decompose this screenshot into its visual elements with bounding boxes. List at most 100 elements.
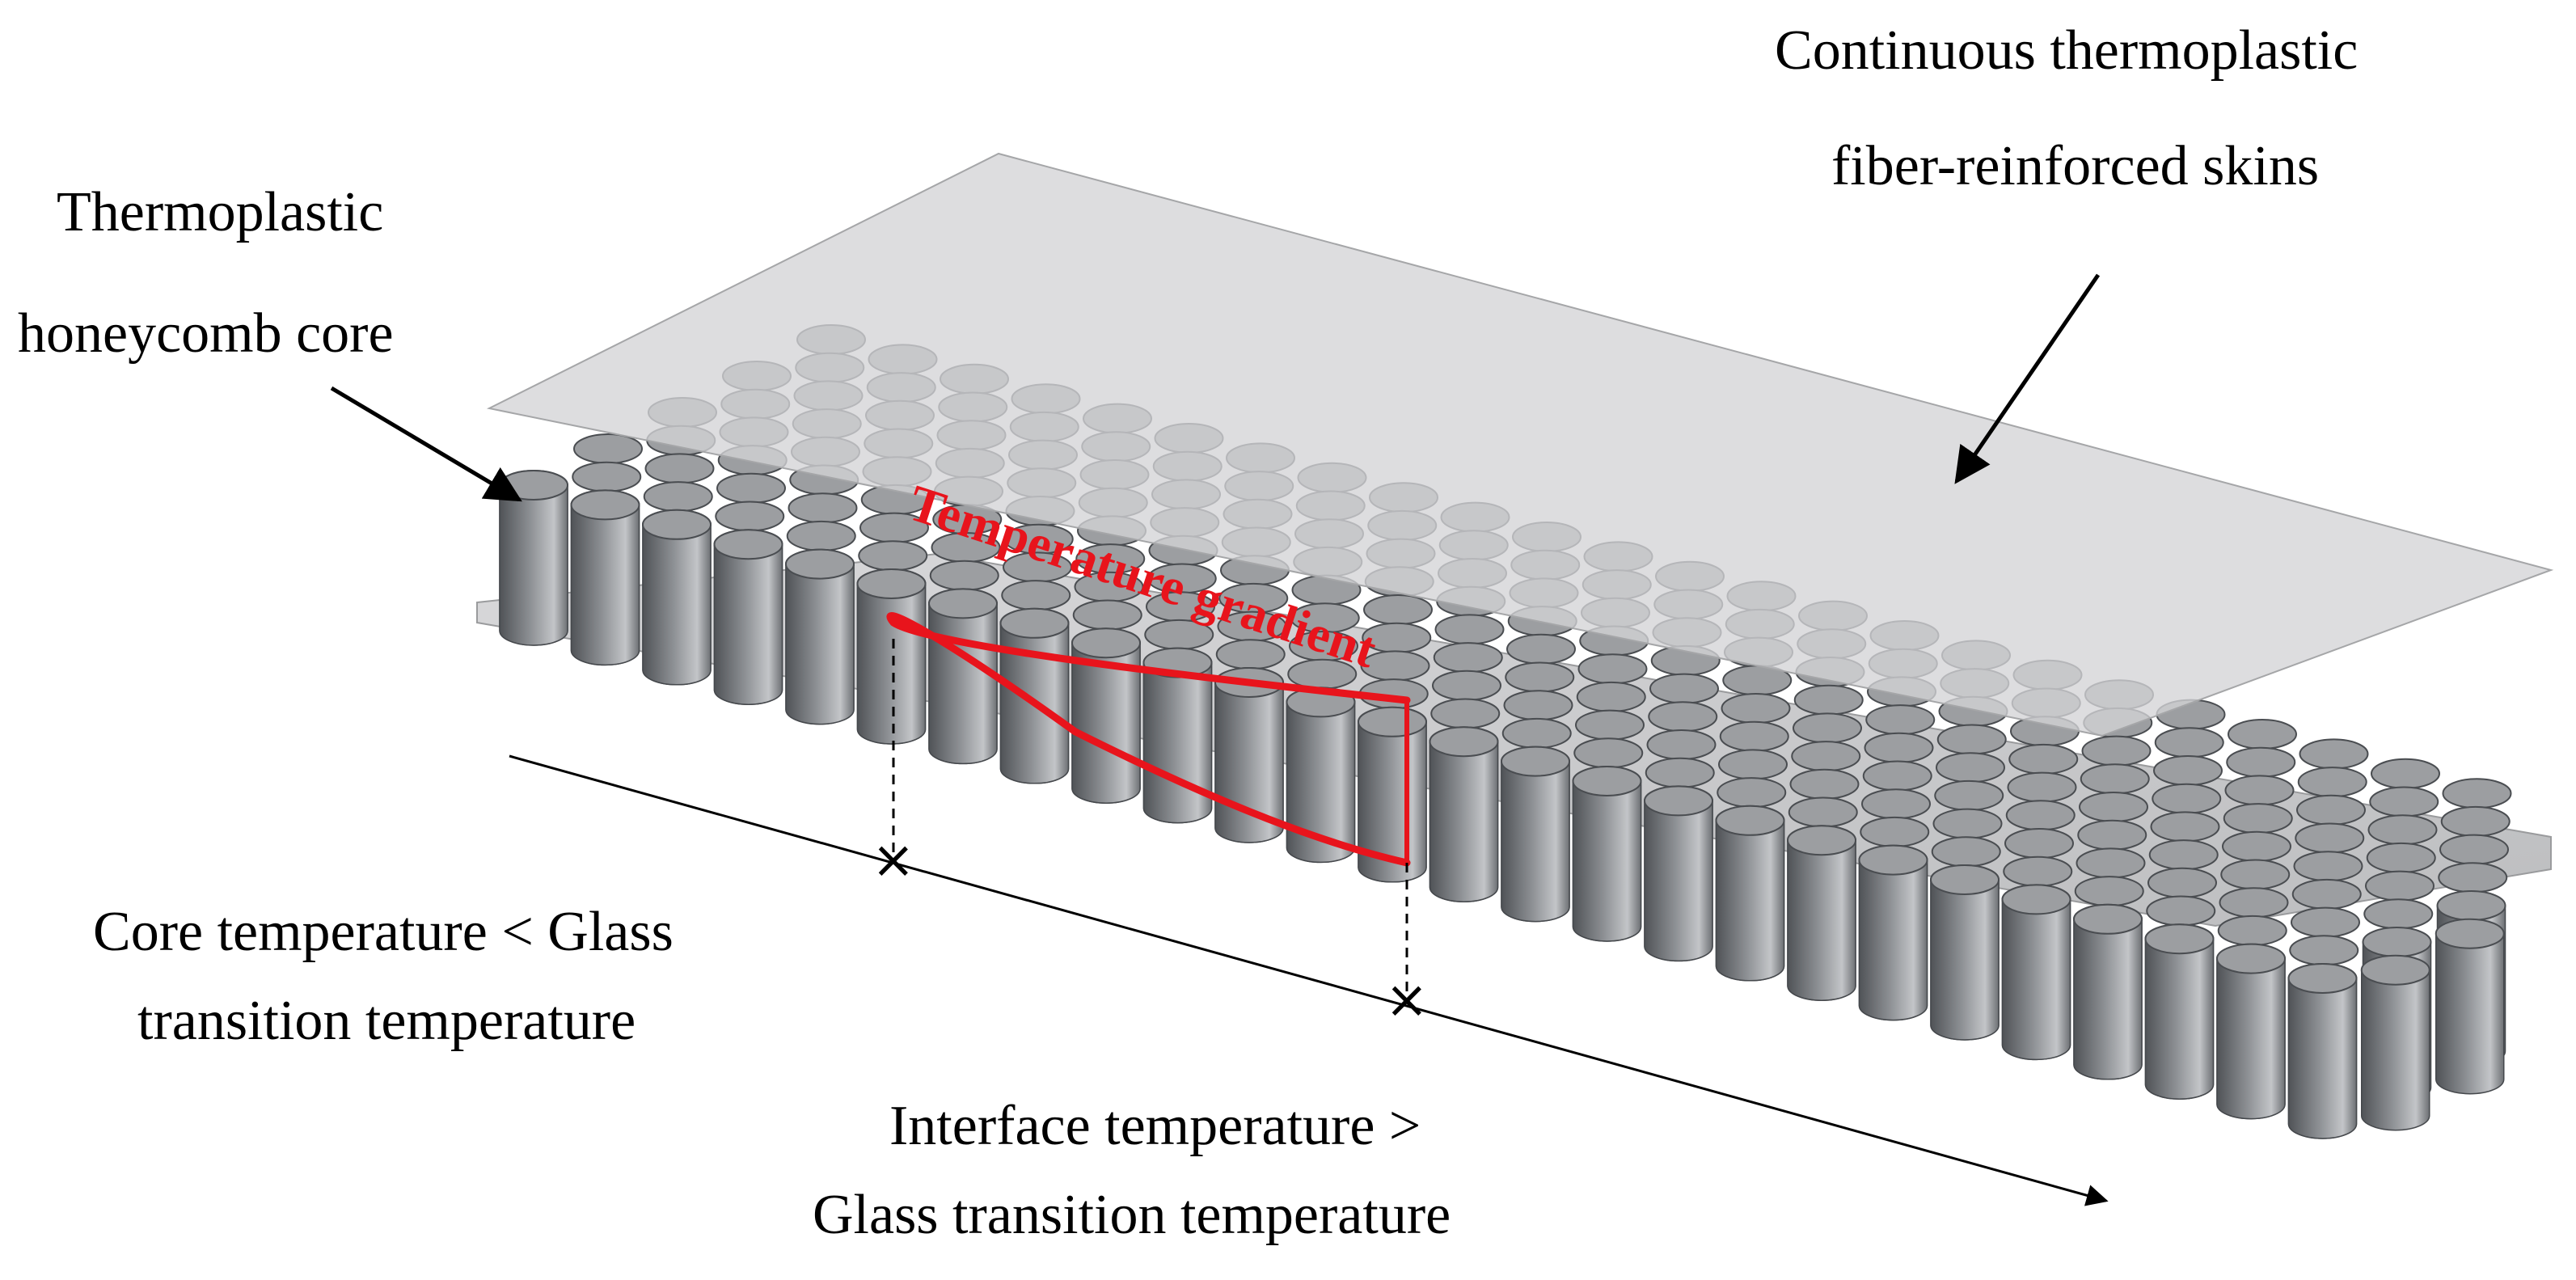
- honeycomb-cell: [1434, 614, 1505, 645]
- honeycomb-cell: [2148, 839, 2219, 871]
- honeycomb-front-cell: [642, 509, 712, 686]
- honeycomb-front-cell: [2001, 884, 2071, 1061]
- honeycomb-front-cell: [1501, 746, 1570, 923]
- honeycomb-front-cell: [2287, 963, 2358, 1139]
- core-marker: ×: [872, 830, 915, 890]
- honeycomb-cell: [2289, 935, 2359, 966]
- honeycomb-cell: [1721, 693, 1791, 724]
- honeycomb-cell: [2074, 876, 2144, 907]
- honeycomb-cell: [2371, 758, 2440, 789]
- honeycomb-cell: [788, 492, 858, 524]
- position-axis-arrow: [509, 754, 2109, 1206]
- honeycomb-cell: [1788, 796, 1858, 828]
- honeycomb-cell: [2439, 834, 2509, 865]
- honeycomb-cell: [2008, 743, 2079, 775]
- honeycomb-cell: [1793, 684, 1864, 716]
- honeycomb-cell: [2440, 805, 2511, 837]
- core-pointer-arrow: [330, 386, 522, 502]
- honeycomb-cell: [2076, 847, 2146, 879]
- honeycomb-cell: [1648, 701, 1718, 733]
- honeycomb-cell: [2152, 783, 2222, 814]
- core-label-line-1: Thermoplastic: [57, 181, 383, 243]
- honeycomb-front-cell: [1858, 844, 1928, 1021]
- honeycomb-cell: [1931, 836, 2001, 868]
- honeycomb-cell: [1001, 580, 1071, 611]
- honeycomb-cell: [1789, 768, 1860, 800]
- honeycomb-cell: [1645, 757, 1715, 788]
- interface-marker: ×: [1385, 970, 1429, 1030]
- honeycomb-cell: [2226, 746, 2296, 778]
- honeycomb-cell: [2220, 859, 2291, 890]
- honeycomb-cell: [2081, 735, 2152, 767]
- honeycomb-cell: [1430, 698, 1501, 729]
- honeycomb-cell: [1363, 594, 1433, 625]
- honeycomb-cell: [1719, 720, 1789, 752]
- skins-pointer-arrow: [1954, 273, 2101, 484]
- honeycomb-cell: [643, 481, 713, 513]
- honeycomb-cell: [1432, 670, 1501, 701]
- honeycomb-cell: [1932, 808, 2003, 839]
- honeycomb-cell: [2147, 867, 2217, 898]
- honeycomb-cell: [1934, 779, 2004, 811]
- honeycomb-cell: [2369, 786, 2439, 817]
- honeycomb-cell: [2295, 822, 2365, 854]
- honeycomb-cell: [1936, 752, 2005, 784]
- honeycomb-cell: [1505, 661, 1575, 693]
- honeycomb-cell: [2005, 800, 2076, 831]
- honeycomb-cell: [644, 453, 715, 484]
- honeycomb-front-cell: [2144, 923, 2215, 1100]
- honeycomb-front-cell: [2073, 903, 2143, 1080]
- core-temperature-line-1: Core temperature < Glass: [93, 901, 674, 963]
- honeycomb-cell: [1865, 704, 1936, 736]
- honeycomb-cell: [573, 433, 643, 464]
- honeycomb-cell: [1793, 712, 1862, 744]
- honeycomb-cell: [2154, 727, 2224, 758]
- honeycomb-cell: [1864, 732, 1934, 763]
- honeycomb-cell: [858, 540, 928, 572]
- honeycomb-cell: [1573, 737, 1644, 769]
- honeycomb-cell: [1862, 760, 1932, 792]
- honeycomb-front-cell: [1930, 864, 2000, 1041]
- core-temperature-line-2: transition temperature: [137, 990, 636, 1052]
- honeycomb-cell: [2146, 895, 2216, 927]
- honeycomb-cell: [2080, 763, 2150, 795]
- top-skin: [486, 152, 2554, 737]
- honeycomb-cell: [2077, 819, 2147, 851]
- honeycomb-cell: [2299, 738, 2369, 770]
- honeycomb-front-cell: [2216, 943, 2286, 1120]
- honeycomb-cell: [2224, 775, 2295, 806]
- honeycomb-front-cell: [1071, 627, 1141, 804]
- honeycomb-cell: [2228, 719, 2297, 750]
- honeycomb-front-cell: [1572, 766, 1642, 942]
- honeycomb-cell: [786, 520, 856, 551]
- honeycomb-cell: [1791, 741, 1861, 772]
- honeycomb-cell: [2438, 862, 2508, 893]
- skins-label-line-1: Continuous thermoplastic: [1775, 19, 2358, 82]
- honeycomb-cell: [2435, 918, 2505, 1095]
- honeycomb-front-cell: [499, 470, 568, 646]
- honeycomb-cell: [2003, 855, 2073, 887]
- honeycomb-front-cell: [1142, 647, 1213, 824]
- honeycomb-cell: [2079, 792, 2148, 822]
- honeycomb-cell: [2360, 954, 2430, 1131]
- honeycomb-cell: [2219, 887, 2289, 919]
- honeycomb-front-cell: [999, 607, 1070, 784]
- honeycomb-cell: [2004, 828, 2074, 859]
- honeycomb-cell: [716, 472, 786, 504]
- honeycomb-cell: [2217, 915, 2287, 946]
- honeycomb-cell: [1646, 729, 1717, 760]
- honeycomb-front-cell: [1787, 825, 1856, 1001]
- honeycomb-cell: [2150, 811, 2220, 843]
- honeycomb-cell: [715, 501, 785, 532]
- honeycomb-front-cell: [1715, 805, 1785, 982]
- skins-label-line-2: fiber-reinforced skins: [1831, 135, 2319, 197]
- honeycomb-cell: [1072, 599, 1142, 631]
- honeycomb-cell: [2297, 767, 2367, 798]
- honeycomb-cell: [1860, 816, 1930, 847]
- honeycomb-cell: [1506, 633, 1576, 665]
- interface-temperature-line-2: Glass transition temperature: [813, 1184, 1451, 1246]
- honeycomb-front-cell: [928, 588, 998, 765]
- honeycomb-cell: [1649, 673, 1719, 704]
- honeycomb-front-row: [499, 470, 2358, 1139]
- honeycomb-cell: [1861, 788, 1931, 820]
